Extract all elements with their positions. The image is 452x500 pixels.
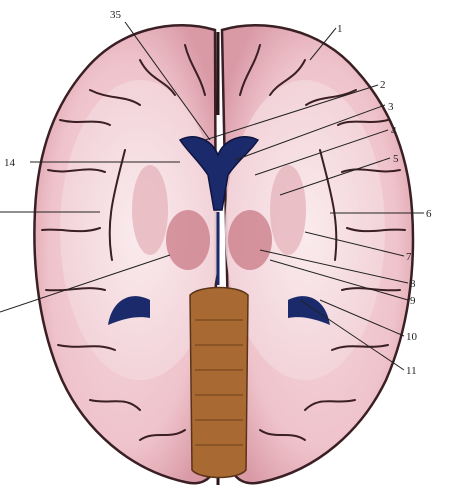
- brain-slice: [34, 25, 413, 485]
- cerebellar-vermis: [190, 288, 248, 478]
- label-11: 11: [406, 365, 417, 377]
- label-14: 14: [4, 157, 16, 169]
- label-9: 9: [410, 295, 416, 307]
- label-8: 8: [410, 278, 416, 290]
- label-4: 4: [391, 125, 397, 137]
- label-1: 1: [337, 23, 343, 35]
- label-3: 3: [388, 101, 394, 113]
- label-6: 6: [426, 208, 432, 220]
- label-35: 35: [110, 9, 122, 21]
- label-7: 7: [406, 251, 412, 263]
- label-10: 10: [406, 331, 418, 343]
- label-2: 2: [380, 79, 386, 91]
- label-5: 5: [393, 153, 399, 165]
